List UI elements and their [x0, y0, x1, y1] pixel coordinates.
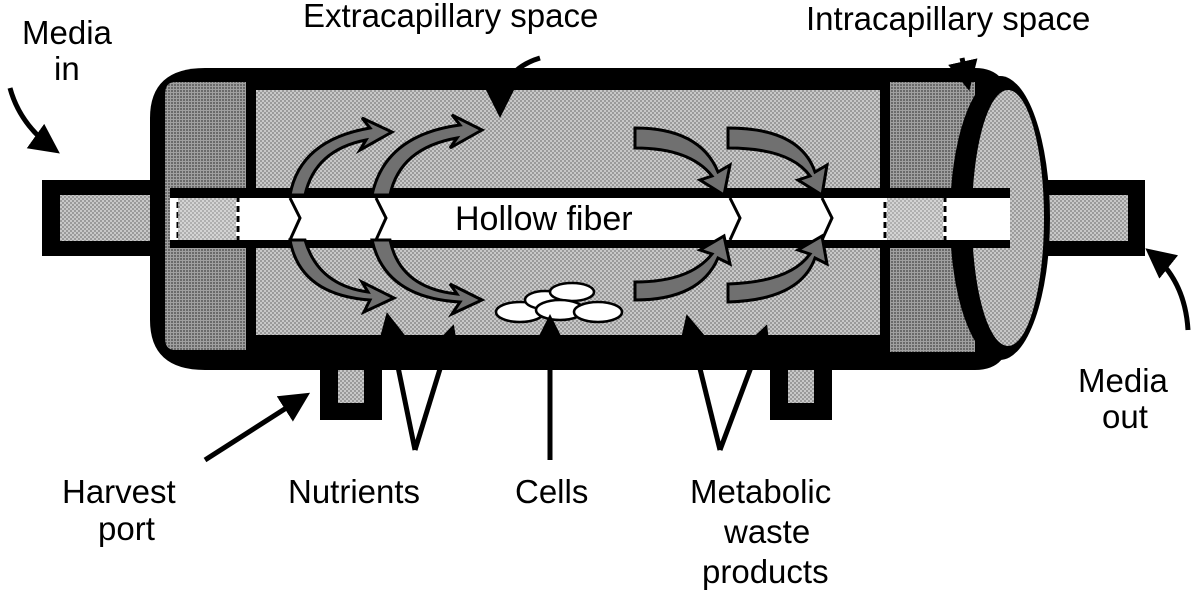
- media-out-label: out: [1102, 398, 1148, 435]
- nutrient-flow-arrows: [288, 113, 486, 318]
- media-in-pointer: [7, 87, 60, 154]
- media-inlet-tube: [42, 180, 162, 256]
- intracapillary-space-label: Intracapillary space: [806, 0, 1090, 37]
- metabolic-waste-label: Metabolic: [690, 473, 831, 510]
- extracapillary-space-label: Extracapillary space: [303, 0, 598, 34]
- nutrient-pointer-1: [378, 312, 418, 451]
- media-out-label: Media: [1078, 362, 1169, 399]
- media-in-label: Media: [22, 14, 113, 51]
- hollow-fiber-label: Hollow fiber: [455, 200, 633, 238]
- nutrient-arrow: [370, 113, 486, 197]
- nutrients-label: Nutrients: [288, 473, 420, 510]
- metabolic-waste-label: products: [702, 553, 829, 590]
- waste-pointer-2: [717, 324, 771, 451]
- waste-flow-arrows: [633, 126, 830, 304]
- waste-arrow: [633, 233, 733, 302]
- metabolic-waste-label: waste: [723, 513, 810, 550]
- extracapillary-pointer: [485, 55, 541, 118]
- cell: [572, 300, 624, 324]
- nutrient-arrow: [288, 238, 398, 316]
- waste-arrow: [726, 126, 830, 198]
- harvest-port-label: port: [98, 510, 155, 547]
- hollow-fiber: [170, 188, 1010, 248]
- nutrient-arrow: [370, 238, 486, 318]
- waste-pointer-1: [679, 314, 723, 451]
- nutrient-pointer-2: [412, 324, 460, 451]
- intracapillary-pointer: [948, 57, 978, 91]
- media-in-label: in: [54, 50, 80, 87]
- waste-arrow: [633, 126, 733, 198]
- harvest-port-pointer: [203, 392, 311, 463]
- cells-cluster: [494, 281, 624, 324]
- waste-arrow: [726, 233, 830, 304]
- pointer-arrows: [7, 55, 1191, 463]
- cell: [548, 281, 596, 303]
- media-out-pointer: [1145, 248, 1191, 331]
- harvest-port-label: Harvest: [62, 473, 176, 510]
- cells-label: Cells: [515, 473, 588, 510]
- nutrient-arrow: [288, 116, 396, 197]
